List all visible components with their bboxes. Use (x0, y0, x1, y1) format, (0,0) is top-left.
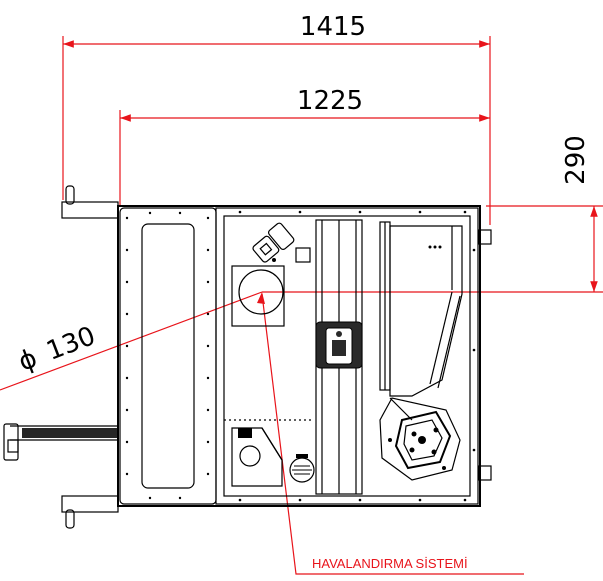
hinge-bottom (61, 495, 119, 529)
right-bolt-top (478, 229, 492, 245)
machine-outline (3, 185, 492, 529)
callout-label: HAVALANDIRMA SİSTEMİ (312, 556, 468, 571)
diameter-label-130: 130 (43, 321, 100, 367)
dimension-inner-width: 1225 (119, 86, 490, 205)
diameter-leader-line (0, 291, 263, 391)
dimension-overall-width: 1415 (62, 12, 491, 225)
hinge-bar (61, 495, 119, 513)
door-rivets (125, 211, 210, 500)
carriage (315, 321, 363, 369)
dimension-label-1415: 1415 (300, 12, 366, 42)
door-window (141, 223, 195, 489)
hinge-bar (61, 201, 119, 219)
motor-unit (252, 222, 295, 263)
dimension-diameter: ϕ 130 (0, 291, 263, 391)
callout-leader-line (261, 293, 524, 575)
dimension-offset: 290 (262, 135, 603, 293)
dimension-label-290: 290 (561, 135, 591, 185)
main-chamber-inner (223, 215, 471, 497)
callout-ventilation: HAVALANDIRMA SİSTEMİ (257, 292, 524, 575)
ventilation-box (231, 265, 285, 327)
fan (289, 454, 315, 483)
side-connector (3, 423, 19, 461)
heater-block (231, 427, 283, 487)
side-rail (3, 423, 118, 461)
dimension-label-1225: 1225 (297, 86, 363, 116)
ventilation-opening (238, 269, 284, 315)
rotary-valve (379, 397, 461, 481)
hinge-top (61, 185, 119, 219)
right-bolt-bottom (478, 465, 492, 481)
diameter-symbol: ϕ (15, 343, 42, 377)
chamber-rivets (238, 210, 476, 502)
hopper (389, 225, 463, 397)
door-panel (119, 207, 217, 505)
motor-coupling (295, 247, 311, 263)
outer-frame (117, 205, 481, 507)
hinge-pin (65, 185, 75, 205)
hinge-pin (65, 509, 75, 529)
side-plug (7, 439, 19, 453)
callout-arrowhead (257, 292, 265, 304)
